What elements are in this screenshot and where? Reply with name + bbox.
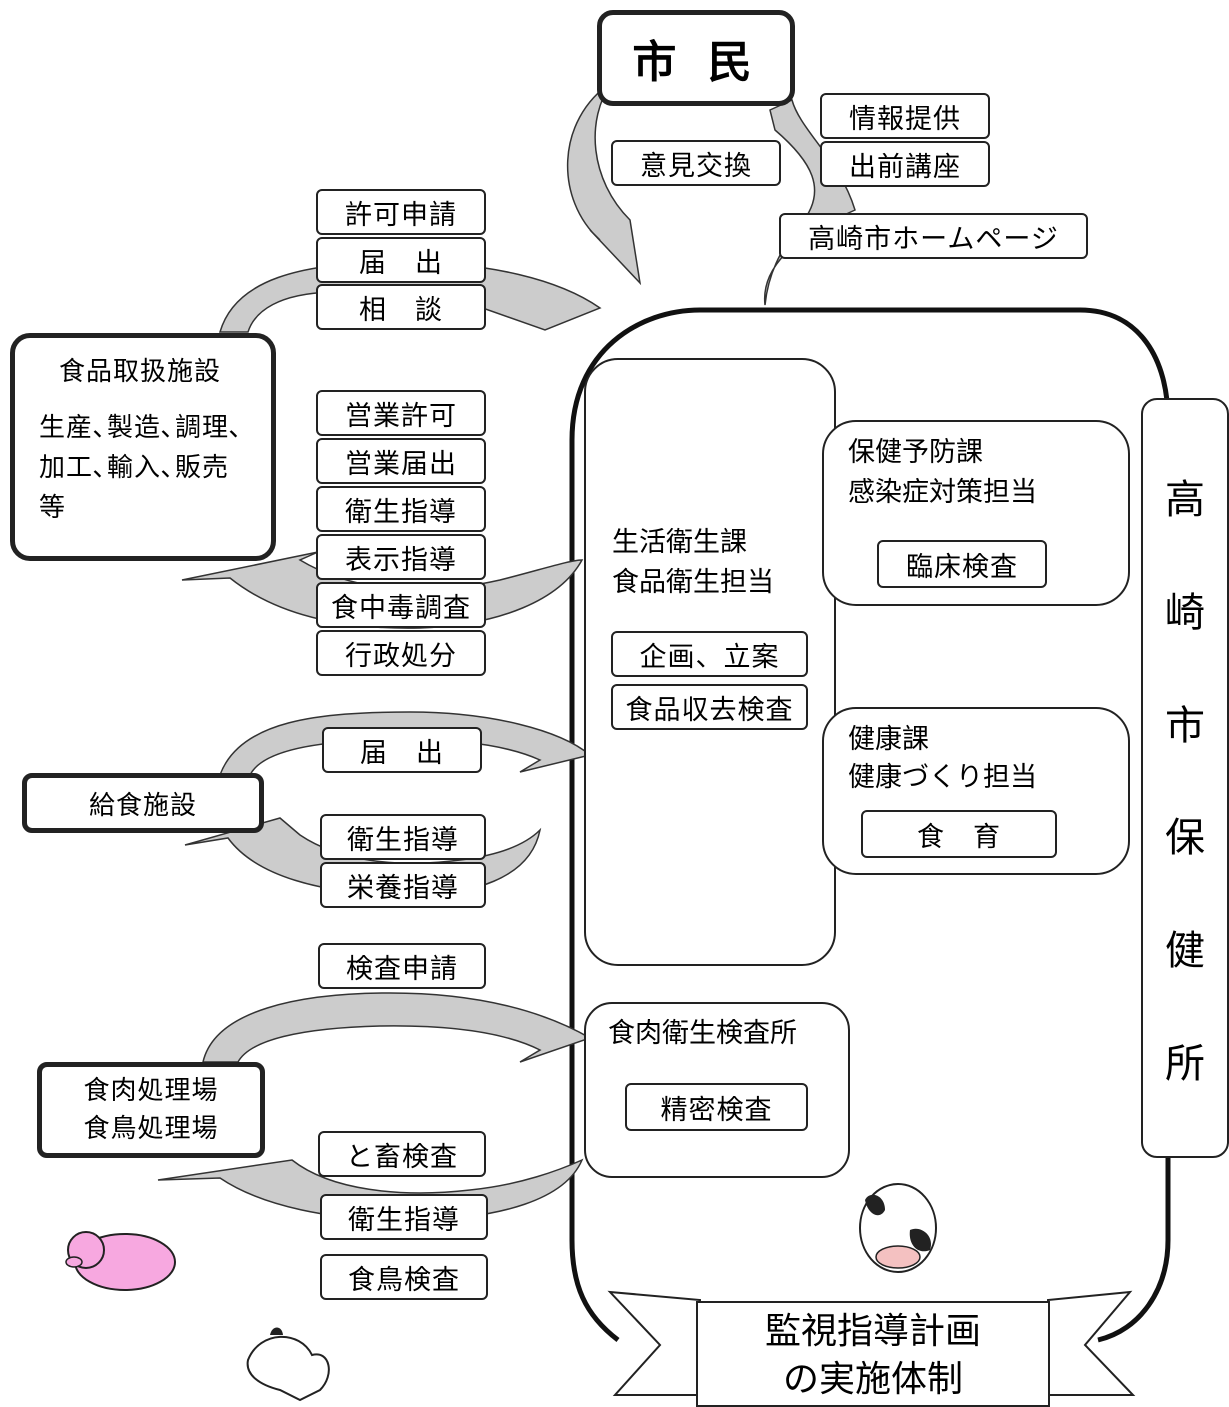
food-facility-line3: 等 [39,493,67,523]
planning-box: 企画、立案 [611,631,808,677]
health-center-char-5: 健 [1165,927,1205,974]
opinion-exchange-box: 意見交換 [611,140,781,186]
food-facility-title: 食品取扱施設 [59,357,222,387]
life-hygiene-line1: 生活衛生課 [612,527,747,558]
health-center-char-4: 保 [1165,815,1205,862]
life-hygiene-line2: 食品衛生担当 [612,567,774,598]
consultation-box: 相 談 [316,284,486,330]
health-line2: 健康づくり担当 [848,762,1037,793]
health-center-outline [569,307,1171,1343]
cow-illustration [859,1183,937,1273]
health-center-label: 高 崎 市 保 健 所 [1141,398,1229,1158]
food-inbound-arrow [219,261,602,333]
poultry-inspection-box: 食鳥検査 [320,1254,488,1300]
banner-text: 監視指導計画 の実施体制 [697,1308,1049,1404]
business-permit-box: 営業許可 [316,390,486,436]
meat-lab-title: 食肉衛生検査所 [608,1018,797,1049]
slaughter-hygiene-guidance-box: 衛生指導 [320,1194,488,1240]
meal-facility-box: 給食施設 [22,773,264,833]
food-education-box: 食 育 [861,810,1057,858]
slaughter-inbound-arrow [202,992,592,1063]
health-center-char-1: 高 [1165,477,1205,524]
food-facility-line1: 生産､製造､調理､ [39,413,244,443]
banner-ribbon-right [1047,1290,1136,1396]
detailed-inspection-box: 精密検査 [625,1083,808,1131]
food-poisoning-investigation-box: 食中毒調査 [316,582,486,628]
hygiene-guidance-box: 衛生指導 [316,486,486,532]
health-center-char-2: 崎 [1165,589,1205,636]
chicken-illustration [246,1327,330,1402]
banner-line1: 監視指導計画 [764,1311,981,1352]
banner-line2: の実施体制 [782,1359,963,1400]
notification-box: 届 出 [316,237,486,283]
health-center-char-6: 所 [1165,1040,1205,1087]
business-notification-box: 営業届出 [316,438,486,484]
nutrition-guidance-box: 栄養指導 [320,862,486,908]
banner-ribbon-left [607,1290,701,1396]
sampling-inspection-box: 食品収去検査 [611,684,808,730]
labeling-guidance-box: 表示指導 [316,534,486,580]
slaughterhouse-box: 食肉処理場 食鳥処理場 [37,1062,265,1158]
banner-body [696,1301,1050,1407]
meal-hygiene-guidance-box: 衛生指導 [320,814,486,860]
food-facility-line2: 加工､輸入､販売 [39,453,230,483]
clinical-test-box: 臨床検査 [877,540,1047,588]
homepage-box: 高崎市ホームページ [779,213,1088,259]
outreach-lecture-box: 出前講座 [820,141,990,187]
food-facility-box: 食品取扱施設 生産､製造､調理､ 加工､輸入､販売 等 [10,333,276,561]
info-provision-box: 情報提供 [820,93,990,139]
meal-notification-box: 届 出 [322,727,482,773]
slaughter-inspection-box: と畜検査 [318,1131,486,1177]
pig-illustration [65,1231,176,1291]
citizen-down-arrow [566,81,642,286]
citizen-box: 市 民 [597,10,795,106]
prevention-line2: 感染症対策担当 [848,477,1037,508]
slaughterhouse-line2: 食鳥処理場 [83,1114,219,1144]
inspection-application-box: 検査申請 [318,943,486,989]
slaughterhouse-line1: 食肉処理場 [83,1076,219,1106]
health-line1: 健康課 [848,724,929,755]
prevention-line1: 保健予防課 [848,437,983,468]
health-center-char-3: 市 [1165,702,1205,749]
administrative-action-box: 行政処分 [316,630,486,676]
permit-application-box: 許可申請 [316,189,486,235]
